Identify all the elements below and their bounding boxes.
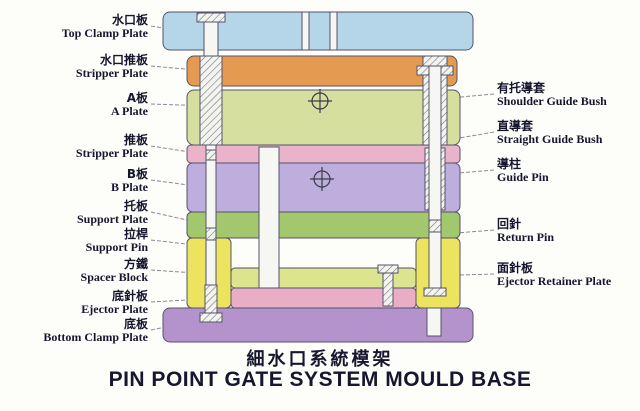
label-guide-pin: 導柱 Guide Pin — [497, 157, 549, 184]
guide-pin-shaft — [428, 65, 442, 289]
diagram-title-chinese: 細水口系統模架 — [246, 349, 394, 370]
support-pin-segment-2 — [205, 227, 217, 241]
label-shoulder-guide-bush: 有托導套 Shoulder Guide Bush — [497, 81, 607, 108]
leader-guide-pin — [445, 169, 495, 175]
label-support-plate: 托板 Support Plate — [76, 199, 148, 226]
label-top-clamp-plate: 水口板 Top Clamp Plate — [61, 13, 148, 40]
stop-bolt-head — [199, 312, 223, 323]
top-plate-screws — [301, 11, 442, 337]
b-plate-shape — [186, 162, 461, 213]
label-ejector-retainer-plate: 面針板 Ejector Retainer Plate — [497, 261, 612, 288]
label-b-plate: B板 B Plate — [111, 167, 148, 194]
guide-pin-head — [422, 55, 448, 67]
center-guide-pillar — [258, 146, 280, 289]
screw-right — [329, 11, 338, 51]
leader-return-pin — [443, 229, 495, 235]
support-pin-lower-shaft — [205, 144, 217, 286]
return-pin-foot — [423, 287, 447, 297]
support-pin-bush — [199, 55, 223, 146]
ejector-bolt — [377, 264, 399, 307]
label-ejector-plate: 底針板 Ejector Plate — [81, 289, 148, 316]
support-plate-shape — [186, 211, 461, 239]
top-clamp-plate-shape — [162, 11, 474, 51]
support-pin-upper-shaft — [203, 21, 219, 57]
stripper-plate-mid-shape — [186, 144, 461, 164]
ejector-bolt-shaft — [382, 272, 394, 307]
crosshair-symbols — [308, 89, 334, 191]
plates — [162, 11, 474, 343]
label-spacer-block: 方鐵 Spacer Block — [80, 257, 148, 284]
crosshair-icon — [308, 89, 332, 113]
label-stripper-plate-mid: 推板 Stripper Plate — [75, 133, 148, 160]
crosshair-icon — [310, 167, 334, 191]
stripper-plate-top-shape — [186, 55, 458, 87]
bottom-clamp-plate-shape — [162, 307, 474, 343]
bottom-plate-screw — [426, 307, 442, 337]
label-a-plate: A板 A Plate — [111, 91, 148, 118]
guide-pin-assembly — [416, 55, 454, 297]
label-return-pin: 回針 Return Pin — [497, 217, 554, 244]
a-plate-shape — [186, 89, 461, 146]
support-pin-assembly — [196, 12, 226, 323]
support-pin-head — [196, 12, 226, 23]
label-bottom-clamp-plate: 底板 Bottom Clamp Plate — [43, 317, 148, 344]
return-pin-segment — [428, 219, 442, 233]
screw-left — [301, 11, 310, 51]
label-support-pin: 拉桿 Support Pin — [85, 227, 148, 254]
diagram-title-english: PIN POINT GATE SYSTEM MOULD BASE — [108, 368, 532, 391]
support-pin-segment-1 — [205, 149, 217, 161]
label-straight-guide-bush: 直導套 Straight Guide Bush — [497, 119, 603, 146]
stop-bolt-shaft — [204, 284, 218, 314]
ejector-bolt-head — [377, 264, 399, 274]
label-stripper-plate-top: 水口推板 Stripper Plate — [75, 53, 148, 80]
